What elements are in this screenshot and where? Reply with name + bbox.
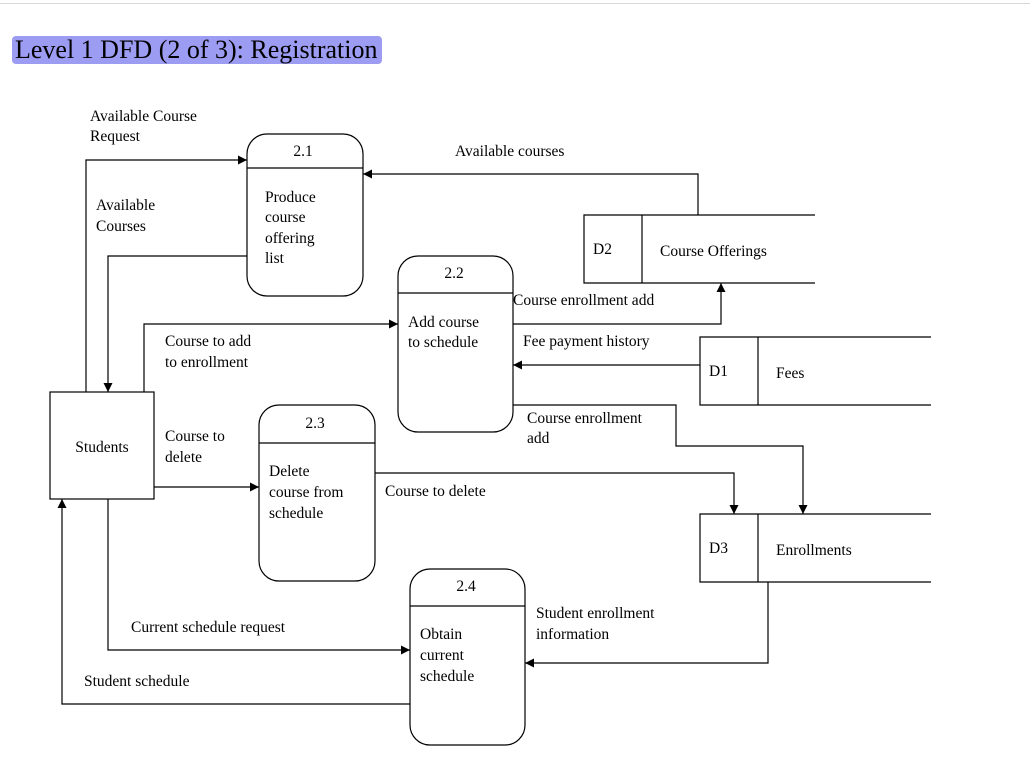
flow-course-enrollment-add-d3-label-1: Course enrollment bbox=[527, 410, 643, 427]
datastore-d2-id: D2 bbox=[593, 241, 612, 258]
flow-available-courses-from-d2: Available courses bbox=[363, 143, 699, 215]
process-2-1[interactable]: 2.1 Produce course offering list bbox=[246, 133, 364, 297]
flow-available-course-request: Available Course Request bbox=[85, 108, 247, 392]
flow-course-to-delete-to-d3: Course to delete bbox=[375, 472, 739, 514]
flow-available-courses-from-d2-label: Available courses bbox=[455, 143, 564, 160]
flow-course-to-delete-to-d3-label: Course to delete bbox=[385, 483, 486, 500]
process-2-4-number: 2.4 bbox=[456, 578, 476, 595]
process-2-2-label-line-1: Add course bbox=[408, 314, 479, 331]
flow-current-schedule-request-label: Current schedule request bbox=[131, 619, 286, 636]
flow-course-enrollment-add-d2-label: Course enrollment add bbox=[513, 292, 654, 309]
flow-course-enrollment-add-d3-label-2: add bbox=[527, 430, 550, 447]
process-2-4[interactable]: 2.4 Obtain current schedule bbox=[409, 568, 526, 746]
flow-course-to-delete-from-students: Course to delete bbox=[154, 428, 259, 492]
flow-course-enrollment-add-d2: Course enrollment add bbox=[513, 283, 726, 325]
process-2-1-label-line-2: course bbox=[265, 209, 306, 226]
flow-student-enrollment-information-label-1: Student enrollment bbox=[536, 605, 655, 622]
flow-student-enrollment-information-label-2: information bbox=[536, 626, 609, 643]
process-2-1-number: 2.1 bbox=[293, 143, 312, 160]
flow-course-to-delete-label-2: delete bbox=[165, 449, 202, 466]
flow-available-courses-label-1: Available bbox=[96, 197, 155, 214]
flow-course-to-add-label-1: Course to add bbox=[165, 333, 251, 350]
flow-available-courses-to-students: Available Courses bbox=[96, 197, 247, 392]
process-2-4-label-line-2: current bbox=[420, 647, 465, 664]
flow-fee-payment-history: Fee payment history bbox=[513, 333, 700, 370]
process-2-1-label-line-3: offering bbox=[265, 230, 315, 247]
flow-course-to-add: Course to add to enrollment bbox=[143, 319, 398, 392]
flow-course-to-delete-label-1: Course to bbox=[165, 428, 225, 445]
flow-available-course-request-label-2: Request bbox=[90, 128, 141, 145]
datastore-d2[interactable]: D2 Course Offerings bbox=[583, 214, 815, 284]
datastore-d3-name: Enrollments bbox=[776, 542, 852, 559]
process-2-4-label-line-3: schedule bbox=[420, 668, 474, 685]
page-title: Level 1 DFD (2 of 3): Registration bbox=[12, 36, 382, 64]
process-2-3-number: 2.3 bbox=[305, 415, 325, 432]
process-2-2-number: 2.2 bbox=[444, 265, 463, 282]
flow-course-to-add-label-2: to enrollment bbox=[165, 354, 249, 371]
entity-students-label: Students bbox=[75, 439, 128, 456]
process-2-3-label-line-3: schedule bbox=[269, 505, 323, 522]
process-2-1-label-line-1: Produce bbox=[265, 189, 316, 206]
flow-fee-payment-history-label: Fee payment history bbox=[523, 333, 650, 350]
process-2-2-label-line-2: to schedule bbox=[408, 334, 478, 351]
process-2-3-label-line-1: Delete bbox=[269, 463, 310, 480]
datastore-d1-name: Fees bbox=[776, 365, 804, 382]
flow-course-enrollment-add-d3: Course enrollment add bbox=[513, 404, 808, 514]
flow-student-schedule-label: Student schedule bbox=[84, 673, 190, 690]
flow-student-enrollment-information: Student enrollment information bbox=[525, 582, 769, 668]
datastore-d1[interactable]: D1 Fees bbox=[699, 336, 931, 406]
top-divider bbox=[0, 3, 1030, 4]
entity-students[interactable]: Students bbox=[49, 391, 155, 500]
datastore-d1-id: D1 bbox=[709, 363, 728, 380]
flow-student-schedule: Student schedule bbox=[57, 499, 410, 705]
datastore-d3[interactable]: D3 Enrollments bbox=[699, 513, 931, 583]
process-2-3-label-line-2: course from bbox=[269, 484, 343, 501]
datastore-d2-name: Course Offerings bbox=[660, 243, 767, 260]
flow-current-schedule-request: Current schedule request bbox=[107, 499, 410, 655]
process-2-1-label-line-4: list bbox=[265, 250, 285, 267]
process-2-2[interactable]: 2.2 Add course to schedule bbox=[397, 255, 514, 433]
process-2-4-label-line-1: Obtain bbox=[420, 626, 462, 643]
flow-available-courses-label-2: Courses bbox=[96, 218, 146, 235]
datastore-d3-id: D3 bbox=[709, 540, 728, 557]
process-2-3[interactable]: 2.3 Delete course from schedule bbox=[258, 404, 376, 582]
flow-available-course-request-label-1: Available Course bbox=[90, 108, 197, 125]
